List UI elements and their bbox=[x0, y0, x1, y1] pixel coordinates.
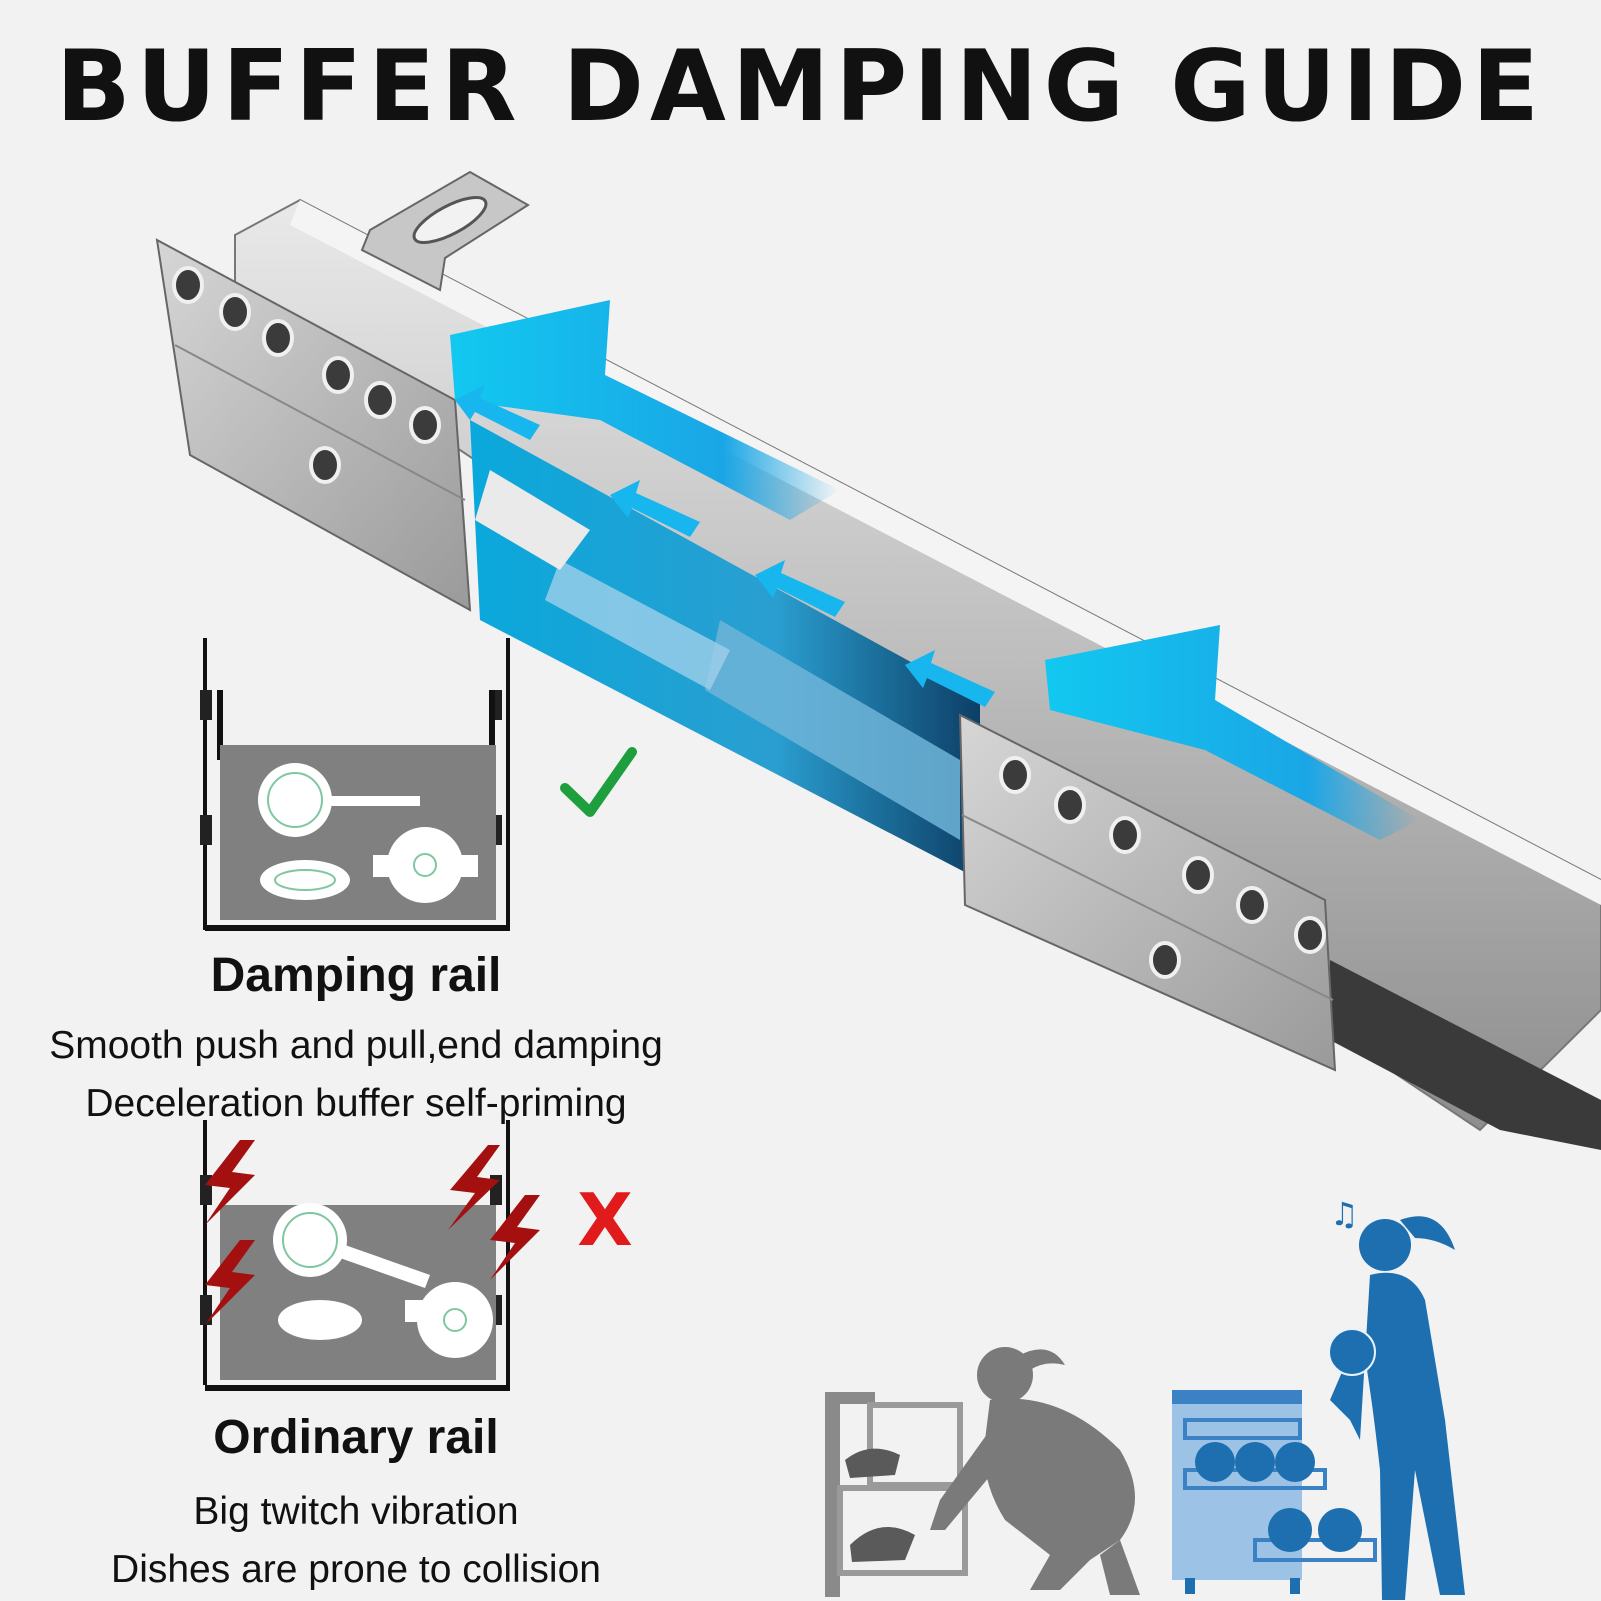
bracket-left bbox=[155, 238, 472, 612]
bracket-hole bbox=[262, 319, 294, 357]
bracket-hole bbox=[1236, 886, 1268, 924]
bracket-hole bbox=[1294, 916, 1326, 954]
bracket-hole bbox=[172, 266, 204, 304]
bracket-hole bbox=[219, 293, 251, 331]
damping-line-1: Smooth push and pull,end damping bbox=[49, 1024, 663, 1067]
slide-rail bbox=[155, 170, 1601, 1150]
bracket-hole bbox=[1109, 816, 1141, 854]
bracket-hole bbox=[322, 356, 354, 394]
damping-heading: Damping rail bbox=[210, 949, 502, 1002]
bracket-right bbox=[958, 713, 1337, 1072]
tidy-cabinet-illustration bbox=[1172, 1390, 1377, 1594]
bracket-holes bbox=[172, 266, 1326, 979]
direction-arrow-large bbox=[450, 300, 1420, 840]
cross-icon: X bbox=[577, 1178, 633, 1262]
pan-icon bbox=[258, 763, 332, 837]
bracket-hole bbox=[1149, 941, 1181, 979]
happy-woman-icon bbox=[1328, 1216, 1465, 1600]
bracket-hole bbox=[364, 381, 396, 419]
ordinary-drawer-diagram bbox=[200, 1120, 510, 1391]
pot-icon bbox=[387, 827, 463, 903]
bracket-hole bbox=[409, 406, 441, 444]
damping-drawer-diagram bbox=[200, 638, 510, 931]
damping-line-2: Deceleration buffer self-priming bbox=[85, 1082, 627, 1125]
check-icon bbox=[560, 747, 637, 817]
plate-icon bbox=[278, 1300, 362, 1340]
pan-icon bbox=[273, 1203, 347, 1277]
plate-icon bbox=[260, 860, 350, 900]
frustrated-woman-icon bbox=[930, 1347, 1140, 1595]
bracket-hole bbox=[1054, 786, 1086, 824]
bracket-hole bbox=[1182, 856, 1214, 894]
music-note-icon: ♫ bbox=[1330, 1195, 1359, 1233]
direction-arrow-small bbox=[455, 385, 995, 707]
ordinary-heading: Ordinary rail bbox=[213, 1411, 499, 1464]
ordinary-line-1: Big twitch vibration bbox=[193, 1490, 519, 1533]
messy-cabinet-illustration bbox=[825, 1392, 968, 1597]
drawer-box bbox=[220, 745, 496, 920]
damper-piston bbox=[705, 620, 960, 840]
ordinary-line-2: Dishes are prone to collision bbox=[111, 1548, 601, 1591]
bracket-hole bbox=[999, 756, 1031, 794]
bracket-hole bbox=[309, 446, 341, 484]
lightning-icon bbox=[205, 1140, 540, 1325]
page-title: BUFFER DAMPING GUIDE bbox=[55, 30, 1546, 144]
pot-icon bbox=[417, 1282, 493, 1358]
